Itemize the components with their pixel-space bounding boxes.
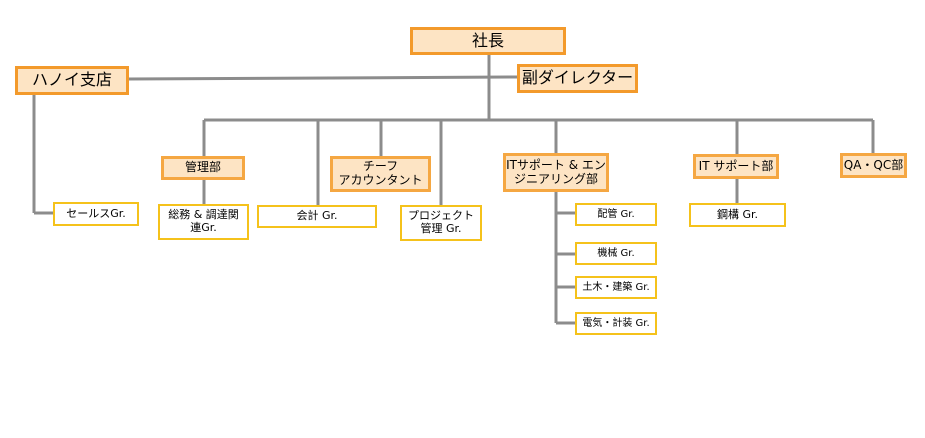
accounting-group-box: 会計 Gr. [257,205,377,228]
hanoi-branch-box: ハノイ支店 [15,66,129,95]
sales-group-box: セールスGr. [53,202,139,226]
it-engineering-dept-box: ITサポート & エン ジニアリング部 [503,153,609,192]
qa-qc-dept-box: QA・QC部 [840,153,907,178]
chief-accountant-box: チーフ アカウンタント [330,156,431,192]
project-mgmt-group-box: プロジェクト 管理 Gr. [400,205,482,241]
piping-group-box: 配管 Gr. [575,203,657,226]
admin-dept-box: 管理部 [161,156,245,180]
connector-hanoi-vice [127,75,519,81]
civil-group-box: 土木・建築 Gr. [575,276,657,299]
mechanical-group-box: 機械 Gr. [575,242,657,265]
president-box: 社長 [410,27,566,55]
electrical-group-box: 電気・計装 Gr. [575,312,657,335]
vice-director-box: 副ダイレクター [517,64,638,93]
it-support-dept-box: IT サポート部 [693,154,779,179]
general-affairs-group-box: 総務 & 調達関 連Gr. [158,204,249,240]
steel-group-box: 鋼構 Gr. [689,203,786,227]
